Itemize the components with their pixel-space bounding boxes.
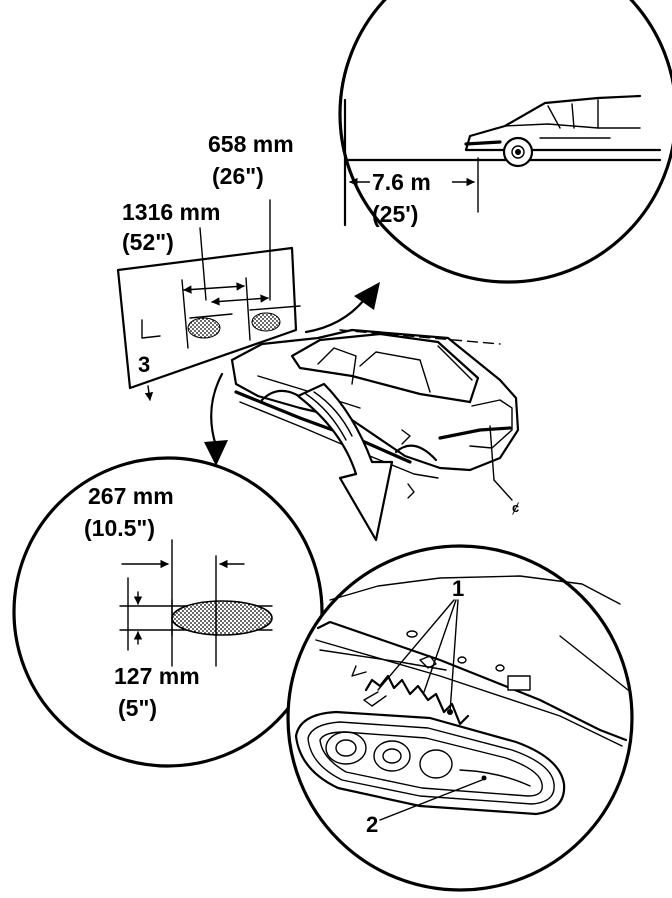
centerline-symbol: ȼ [512,500,519,515]
aiming-screen: 3 658 mm (26") 1316 mm (52") [116,131,301,401]
dim-267-mm-label: 267 mm [88,483,174,509]
dim-658-mm-label: 658 mm [208,131,294,157]
callout-1: 1 [452,576,464,601]
beam-inset-circle [12,456,324,768]
car-rear-view: ȼ [230,328,519,515]
arrow-to-taillamp-inset [296,382,394,542]
arrow-to-distance-inset [304,298,366,334]
connecting-arrows [204,282,394,542]
callout-2-pointer [379,779,483,821]
callout-3: 3 [138,352,150,377]
callout-1-pointer-b [423,599,457,693]
dim-1316-mm-label: 1316 mm [122,199,220,225]
beam-inset: 267 mm (10.5") 127 mm (5") [12,456,324,768]
taillamp-inset: 1 2 [286,544,634,892]
left-beam-spot [187,317,221,339]
taillamp-inset-circle [286,544,634,892]
callout-2: 2 [366,812,378,837]
distance-ft-label: (25') [372,201,418,227]
callout-1-pointer-c [449,599,459,713]
taillamp-assembly [294,710,566,816]
dim-127-mm-label: 127 mm [114,663,200,689]
distance-inset-circle [338,0,672,284]
car-side-view [464,94,662,168]
callout-1-pointer-a [377,599,455,691]
dim-1316-in-label: (52") [122,229,174,255]
distance-inset: 7.6 m (25') [338,0,672,284]
dim-127-in-label: (5") [118,695,157,721]
dim-267-in-label: (10.5") [84,515,155,541]
beam-hot-spot [171,600,273,636]
right-beam-spot [251,312,281,332]
distance-m-label: 7.6 m [372,169,431,195]
dim-658-in-label: (26") [212,163,264,189]
arrow-to-beam-inset [210,372,224,448]
